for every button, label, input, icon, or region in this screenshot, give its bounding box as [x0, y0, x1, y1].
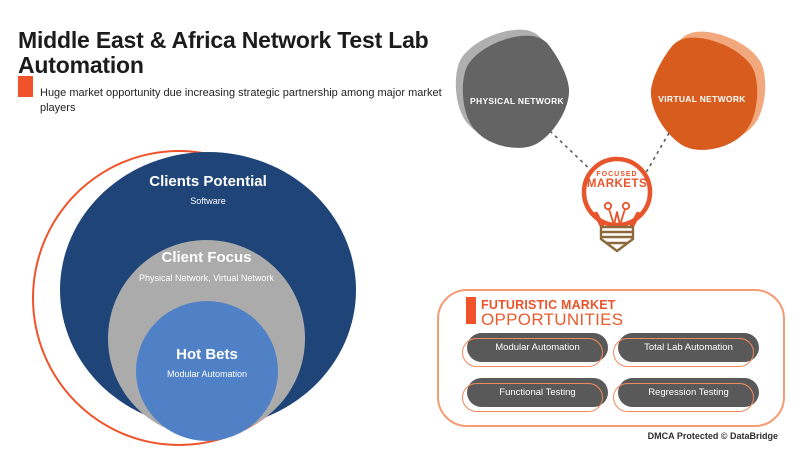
page-subtitle: Huge market opportunity due increasing s… [40, 87, 442, 114]
venn-sublabel-clients-potential: Software [190, 196, 226, 206]
opportunity-pill-total-lab-automation: Total Lab Automation [613, 333, 759, 367]
physical-network-blob [462, 35, 570, 148]
subtitle-bullet-square [18, 76, 33, 97]
focused-markets-graphic [455, 29, 766, 253]
panel-accent-bar [466, 297, 476, 324]
opportunity-pill-regression-testing: Regression Testing [613, 378, 759, 412]
opportunity-pill-modular-automation: Modular Automation [462, 333, 608, 367]
virtual-network-blob [650, 37, 758, 150]
lightbulb-icon [581, 156, 653, 253]
venn-sublabel-hot-bets: Modular Automation [166, 369, 248, 379]
focused-markets-label-line2: MARKETS [586, 178, 648, 190]
panel-heading-line1: FUTURISTIC MARKET [481, 298, 616, 312]
venn-label-hot-bets: Hot Bets [176, 346, 238, 363]
dashed-connector-left [549, 130, 598, 177]
dashed-connector-right [643, 132, 670, 177]
focused-markets-label-line1: FOCUSED [596, 171, 638, 178]
venn-ring-hot-bets [136, 301, 278, 441]
opportunity-pill-functional-testing: Functional Testing [462, 378, 608, 412]
panel-heading-line2: OPPORTUNITIES [481, 310, 624, 329]
opportunities-panel: FUTURISTIC MARKET OPPORTUNITIES Modular … [437, 289, 785, 427]
physical-network-label: PHYSICAL NETWORK [470, 96, 564, 106]
virtual-network-label: VIRTUAL NETWORK [658, 94, 746, 104]
venn-label-clients-potential: Clients Potential [149, 173, 267, 190]
venn-sublabel-client-focus: Physical Network, Virtual Network [139, 273, 274, 283]
page-title: Middle East & Africa Network Test Lab Au… [18, 27, 429, 79]
dmca-footer-text: DMCA Protected © DataBridge [647, 431, 778, 441]
venn-label-client-focus: Client Focus [161, 249, 252, 266]
focused-markets-cluster: PHYSICAL NETWORK VIRTUAL NETWORK FOCUSED… [450, 25, 790, 260]
